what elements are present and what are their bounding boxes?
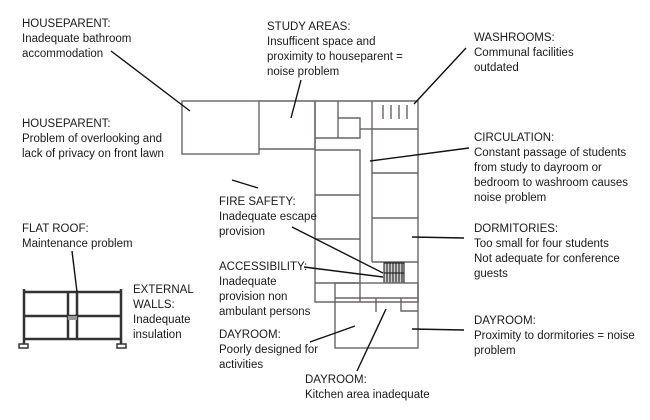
- annotation-text: Constant passage of students: [474, 147, 627, 159]
- annotation-title: STUDY AREAS:: [267, 21, 351, 33]
- annotation-text: Insufficent space and: [267, 36, 376, 48]
- annotation-text: Inadequate bathroom: [22, 33, 132, 45]
- annotation-text: Kitchen area inadequate: [305, 389, 430, 401]
- annotation-text: bedroom to washroom causes: [474, 177, 629, 189]
- annotation-text: provision non: [219, 291, 288, 303]
- annotation-text: problem: [474, 345, 516, 357]
- annotation-title: DAYROOM:: [219, 329, 281, 341]
- annotation-title: HOUSEPARENT:: [22, 18, 111, 30]
- building-section: [18, 289, 127, 349]
- small-room: [338, 117, 361, 139]
- annotation-text: Proximity to dormitories = noise: [474, 330, 635, 342]
- annotation-text: lack of privacy on front lawn: [22, 148, 164, 160]
- washroom-fixtures: [382, 105, 408, 119]
- annotation-text: Poorly designed for: [219, 344, 319, 356]
- dayroom-block: [334, 282, 419, 349]
- annotation-title: ACCESSIBILITY:: [219, 261, 308, 273]
- leader-lines: [71, 47, 470, 372]
- annotation-text: Maintenance problem: [22, 238, 133, 250]
- annotation-text: noise problem: [474, 192, 547, 204]
- annotation-text: Too small for four students: [474, 238, 609, 250]
- kitchen-wall: [400, 298, 418, 312]
- annotation-text: outdated: [474, 62, 519, 74]
- annotation-dayroom-activities: DAYROOM: Poorly designed for activities: [219, 328, 318, 373]
- annotation-title: FIRE SAFETY:: [219, 196, 296, 208]
- annotation-external-walls: EXTERNAL WALLS: Inadequate insulation: [133, 283, 194, 343]
- annotation-text: Inadequate: [219, 276, 277, 288]
- annotation-washrooms: WASHROOMS: Communal facilities outdated: [474, 31, 574, 76]
- annotation-text: Not adequate for conference: [474, 253, 620, 265]
- annotation-text: insulation: [133, 329, 182, 341]
- annotation-text: Problem of overlooking and: [22, 133, 162, 145]
- annotation-title: FLAT ROOF:: [22, 223, 89, 235]
- annotation-title: CIRCULATION:: [474, 132, 555, 144]
- annotation-dayroom-kitchen: DAYROOM: Kitchen area inadequate: [305, 373, 430, 403]
- annotation-dormitories: DORMITORIES: Too small for four students…: [474, 222, 620, 282]
- annotation-title: DAYROOM:: [305, 374, 367, 386]
- annotation-title: WASHROOMS:: [474, 32, 555, 44]
- annotation-title: DORMITORIES:: [474, 223, 559, 235]
- annotation-text: guests: [474, 268, 508, 280]
- annotation-text: noise problem: [267, 66, 340, 78]
- stair: [383, 262, 405, 284]
- annotation-accessibility: ACCESSIBILITY: Inadequate provision non …: [219, 260, 310, 320]
- annotation-text: proximity to houseparent =: [267, 51, 403, 63]
- annotation-circulation: CIRCULATION: Constant passage of student…: [474, 131, 628, 206]
- annotation-text: Communal facilities: [474, 47, 574, 59]
- annotation-title: DAYROOM:: [474, 315, 536, 327]
- annotation-flat-roof: FLAT ROOF: Maintenance problem: [22, 222, 133, 252]
- annotation-fire-safety: FIRE SAFETY: Inadequate escape provision: [219, 195, 317, 240]
- annotation-text: activities: [219, 359, 264, 371]
- annotation-text: Inadequate escape: [219, 211, 317, 223]
- annotation-text: WALLS:: [133, 299, 175, 311]
- annotation-text: accommodation: [22, 48, 104, 60]
- annotation-title: HOUSEPARENT:: [22, 118, 111, 130]
- annotation-text: Inadequate: [133, 314, 191, 326]
- annotation-dayroom-proximity: DAYROOM: Proximity to dormitories = nois…: [474, 314, 635, 359]
- annotation-text: ambulant persons: [219, 306, 311, 318]
- annotation-text: provision: [219, 226, 266, 238]
- annotation-houseparent-privacy: HOUSEPARENT: Problem of overlooking and …: [22, 117, 164, 162]
- annotation-title: EXTERNAL: [133, 284, 194, 296]
- left-rooms: [315, 149, 361, 302]
- annotation-text: from study to dayroom or: [474, 162, 602, 174]
- houseparent-room: [181, 100, 260, 155]
- annotation-study-areas: STUDY AREAS: Insufficent space and proxi…: [267, 20, 403, 80]
- study-area-room: [259, 100, 316, 150]
- annotation-houseparent-bathroom: HOUSEPARENT: Inadequate bathroom accommo…: [22, 17, 131, 62]
